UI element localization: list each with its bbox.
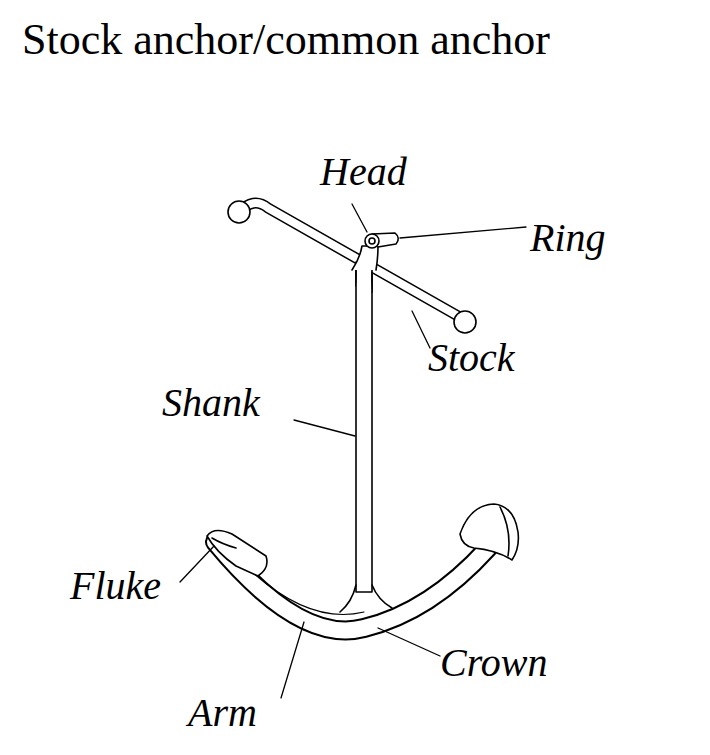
arm-detail [250,570,364,614]
leader-line [294,420,355,436]
leader-lines [180,204,526,698]
left-fluke [207,530,267,576]
right-fluke-edge [500,507,509,556]
leader-line [378,628,440,656]
right-fluke [460,504,518,560]
left-fluke-edge [212,538,236,548]
leader-line [281,622,304,698]
part-label: Crown [440,643,547,683]
stock-fill [240,203,465,320]
part-label: Ring [530,218,606,258]
part-label: Arm [188,693,257,733]
ring-hole [369,238,375,244]
leader-line [352,204,367,232]
part-label: Stock [428,338,515,378]
shank-shape [356,262,372,592]
stock-outline [240,203,465,320]
stock-ball [454,311,476,333]
head-shape [352,246,378,270]
leader-line [400,227,526,238]
stock-ball [228,201,250,223]
leader-line [412,311,430,348]
part-label: Fluke [70,566,161,606]
part-label: Head [320,152,407,192]
ring-eye [365,234,379,248]
part-label: Shank [162,383,260,423]
title: Stock anchor/common anchor [22,18,550,62]
crown-joint [340,585,392,612]
leader-line [180,546,214,582]
